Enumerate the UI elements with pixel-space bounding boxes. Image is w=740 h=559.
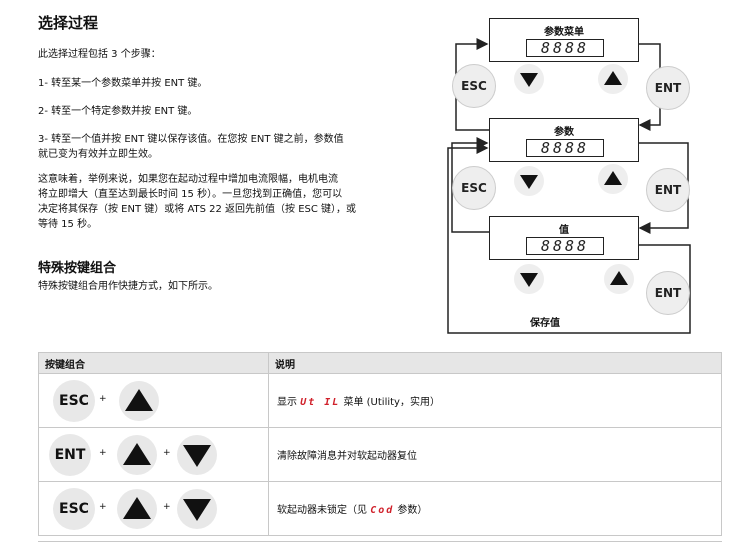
key-combination-table: 按键组合 说明 ESC + 显示 Ut IL 菜单 (Utility，实用） E… — [38, 352, 722, 536]
example-line-1: 这意味着，举例来说，如果您在起动过程中增加电流限幅，电机电流 — [38, 174, 338, 185]
esc-key[interactable]: ESC — [53, 380, 95, 422]
table-header: 按键组合 说明 — [38, 352, 722, 374]
ent-forward-line-1 — [638, 43, 661, 131]
down-key[interactable] — [177, 435, 217, 475]
down-arrow-icon — [520, 273, 538, 287]
row-keys: ENT + + — [38, 427, 269, 482]
table-row: ENT + + 清除故障消息并对软起动器复位 — [38, 427, 722, 482]
display-1: 8888 — [526, 39, 604, 57]
step-3-cont: 就已变为有效并立即生效。 — [38, 149, 158, 160]
lock-code: Cod — [370, 505, 395, 516]
esc-key-1[interactable]: ESC — [452, 64, 496, 108]
row-desc: 显示 Ut IL 菜单 (Utility，实用） — [268, 373, 722, 428]
up-key[interactable] — [119, 381, 159, 421]
esc-key-2[interactable]: ESC — [452, 166, 496, 210]
up-arrow-icon — [604, 171, 622, 185]
display-2: 8888 — [526, 139, 604, 157]
step-3: 3- 转至一个值并按 ENT 键以保存该值。在您按 ENT 键之前，参数值 — [38, 134, 344, 145]
example-line-3: 决定将其保存（按 ENT 键）或将 ATS 22 返回先前值（按 ESC 键），… — [38, 204, 357, 215]
save-return-line — [447, 142, 691, 334]
down-key-3[interactable] — [514, 264, 544, 294]
table-row: ESC + + 软起动器未锁定（见 Cod 参数） — [38, 481, 722, 536]
display-3: 8888 — [526, 237, 604, 255]
esc-return-line-1 — [455, 38, 489, 131]
row-keys: ESC + — [38, 373, 269, 428]
ent-key-3[interactable]: ENT — [646, 271, 690, 315]
intro-text: 此选择过程包括 3 个步骤： — [38, 49, 161, 60]
param-menu-box: 参数菜单 8888 — [489, 18, 639, 62]
down-key-2[interactable] — [514, 166, 544, 196]
plus-sign: + — [163, 448, 171, 458]
plus-sign: + — [99, 394, 107, 404]
down-key[interactable] — [177, 489, 217, 529]
save-value-label: 保存值 — [530, 318, 560, 329]
param-title: 参数 — [554, 127, 574, 138]
utility-code: Ut IL — [300, 397, 341, 408]
example-line-4: 等待 15 秒。 — [38, 219, 98, 230]
table-bottom-rule — [38, 541, 722, 542]
section-text: 特殊按键组合用作快捷方式，如下所示。 — [38, 281, 218, 292]
row-desc: 软起动器未锁定（见 Cod 参数） — [268, 481, 722, 536]
value-title: 值 — [559, 225, 569, 236]
up-key-2[interactable] — [598, 164, 628, 194]
table-row: ESC + 显示 Ut IL 菜单 (Utility，实用） — [38, 373, 722, 428]
ent-forward-line-2 — [638, 142, 689, 234]
ent-key[interactable]: ENT — [49, 434, 91, 476]
step-1: 1- 转至某一个参数菜单并按 ENT 键。 — [38, 78, 208, 89]
param-menu-title: 参数菜单 — [544, 27, 584, 38]
up-key-3[interactable] — [604, 264, 634, 294]
section-heading: 特殊按键组合 — [38, 261, 117, 276]
plus-sign: + — [99, 502, 107, 512]
up-key[interactable] — [117, 489, 157, 529]
down-key-1[interactable] — [514, 64, 544, 94]
value-box: 值 8888 — [489, 216, 639, 260]
param-box: 参数 8888 — [489, 118, 639, 162]
ent-key-2[interactable]: ENT — [646, 168, 690, 212]
up-arrow-icon — [604, 71, 622, 85]
ent-key-1[interactable]: ENT — [646, 66, 690, 110]
plus-sign: + — [99, 448, 107, 458]
example-line-2: 将立即增大（直至达到最长时间 15 秒）。一旦您找到正确值，您可以 — [38, 189, 343, 200]
esc-key[interactable]: ESC — [53, 488, 95, 530]
down-arrow-icon — [520, 175, 538, 189]
row-keys: ESC + + — [38, 481, 269, 536]
page-title: 选择过程 — [38, 14, 99, 32]
esc-return-line-2 — [451, 137, 489, 233]
col-keys-header: 按键组合 — [38, 352, 269, 374]
row-desc: 清除故障消息并对软起动器复位 — [268, 427, 722, 482]
up-arrow-icon — [610, 271, 628, 285]
plus-sign: + — [163, 502, 171, 512]
step-2: 2- 转至一个特定参数并按 ENT 键。 — [38, 106, 198, 117]
up-key[interactable] — [117, 435, 157, 475]
col-desc-header: 说明 — [268, 352, 722, 374]
down-arrow-icon — [520, 73, 538, 87]
up-key-1[interactable] — [598, 64, 628, 94]
